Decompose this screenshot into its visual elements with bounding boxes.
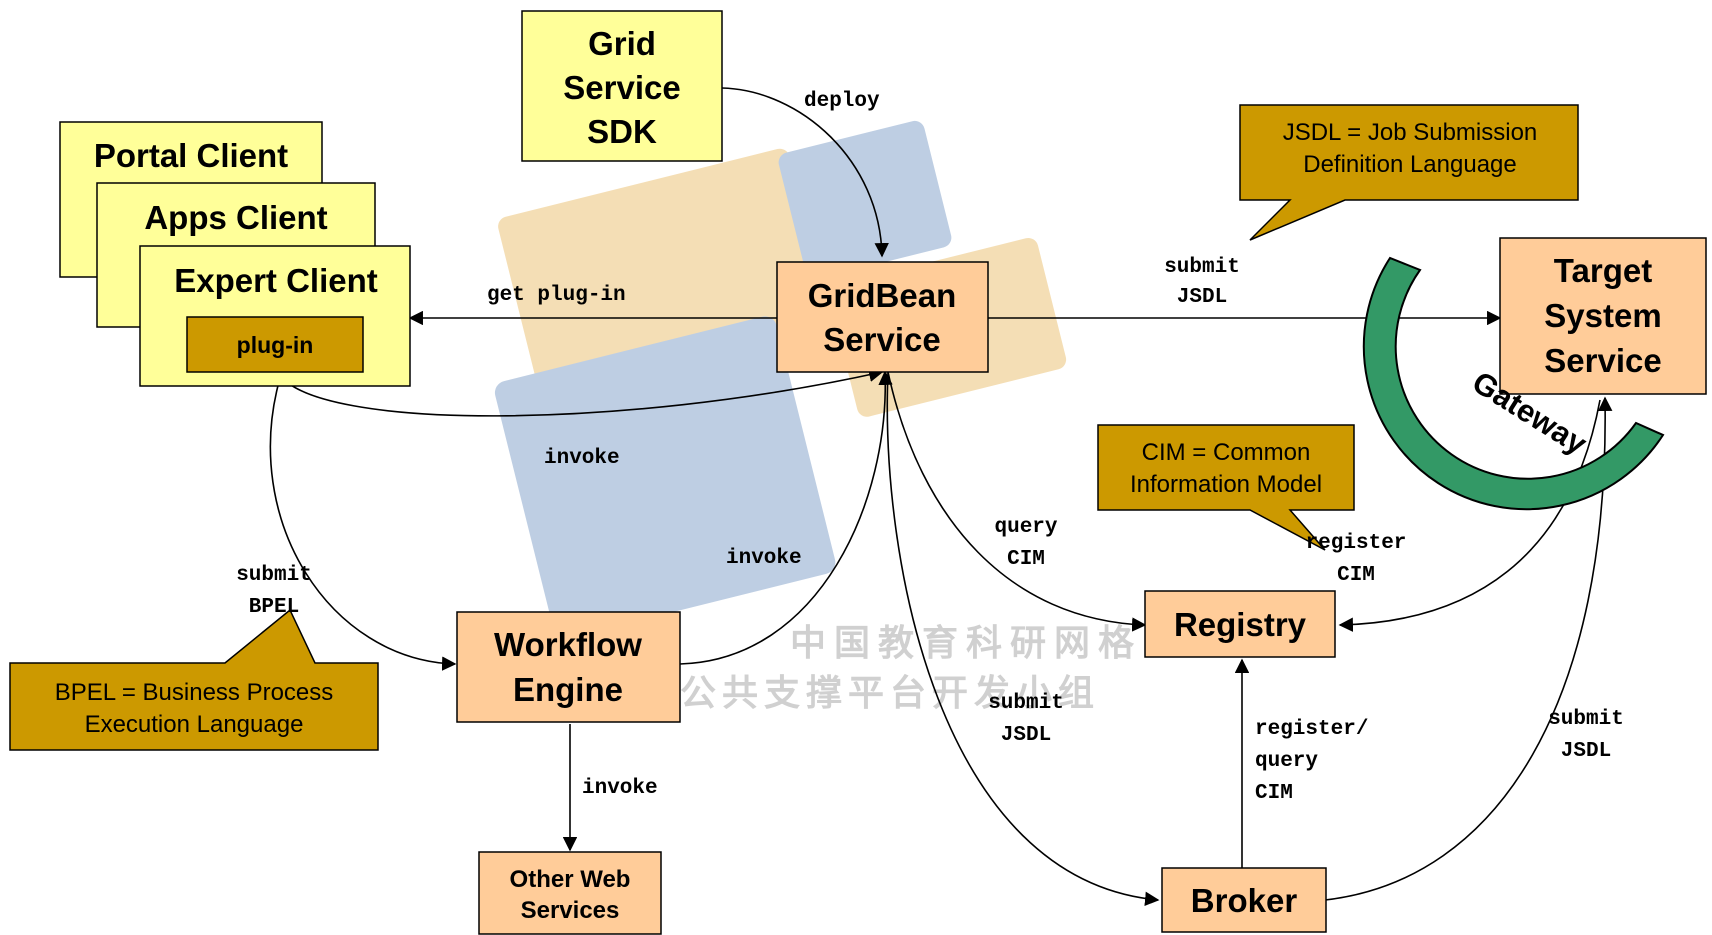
edge-submit-bpel [269, 377, 457, 671]
edge-label-get-plugin: get plug-in [487, 284, 626, 307]
cim-callout: CIM = Common Information Model [1097, 424, 1355, 551]
workflow-engine-line1: Workflow [494, 626, 642, 663]
edge-label-invoke-plugin: invoke [544, 447, 620, 470]
edge-label-register-query-cim-line2: query [1255, 750, 1318, 773]
registry-rect [1144, 590, 1336, 658]
workflow-engine-box: Workflow Engine [456, 611, 681, 723]
watermark-line1: 中国教育科研网格 [790, 623, 1142, 664]
edge-label-submit-jsdl-broker-target-line2: JSDL [1561, 740, 1611, 763]
watermark-line2: 公共支撑平台开发小组 [680, 673, 1100, 714]
bpel-callout-shape [9, 608, 379, 751]
registry-label: Registry [1174, 606, 1307, 643]
edge-label-register-cim-line2: CIM [1337, 564, 1375, 587]
target-system-service-line1: Target [1554, 252, 1652, 289]
edge-label-submit-jsdl-broker-line2: JSDL [1001, 724, 1051, 747]
edge-label-register-cim-line1: register [1306, 532, 1407, 555]
edge-submit-jsdl-broker [886, 371, 1160, 906]
edge-label-deploy: deploy [804, 90, 880, 113]
broker-label: Broker [1191, 882, 1298, 919]
edge-label-submit-jsdl-broker-target-line1: submit [1548, 708, 1624, 731]
gridbean-service-box: GridBean Service [776, 261, 989, 373]
portal-client-label: Portal Client [94, 137, 288, 174]
other-web-services-rect [478, 851, 662, 935]
gateway-arc-shape [1362, 256, 1665, 511]
registry-box: Registry [1144, 590, 1336, 658]
edge-label-register-query-cim-line3: CIM [1255, 782, 1293, 805]
edge-label-register-query-cim-line1: register/ [1255, 718, 1368, 741]
jsdl-callout: JSDL = Job Submission Definition Languag… [1239, 104, 1579, 241]
bpel-callout: BPEL = Business Process Execution Langua… [9, 608, 379, 751]
edge-label-submit-jsdl-target-line2: JSDL [1177, 286, 1227, 309]
workflow-engine-rect [456, 611, 681, 723]
edge-label-submit-jsdl-broker-line1: submit [988, 692, 1064, 715]
edge-deploy [721, 87, 889, 258]
cim-callout-line1: CIM = Common [1142, 439, 1311, 466]
grid-service-sdk-line2: Service [563, 69, 680, 106]
gridbean-service-line1: GridBean [808, 277, 957, 314]
expert-client-box: Expert Client plug-in [139, 245, 411, 387]
edge-invoke-workflow [679, 370, 893, 665]
plugin-label: plug-in [237, 332, 314, 358]
bpel-callout-line2: Execution Language [85, 711, 304, 738]
edge-label-submit-bpel-line1: submit [236, 564, 312, 587]
edge-submit-jsdl-broker-target [1324, 396, 1613, 901]
target-system-service-rect [1499, 237, 1707, 395]
edge-label-invoke-workflow: invoke [726, 547, 802, 570]
grid-service-sdk-line3: SDK [587, 113, 657, 150]
cim-callout-shape [1097, 424, 1355, 551]
broker-box: Broker [1161, 867, 1327, 933]
other-web-services-line2: Services [521, 897, 620, 924]
edge-register-cim [1338, 399, 1601, 632]
gridbean-service-line2: Service [823, 321, 940, 358]
edge-label-invoke-other: invoke [582, 777, 658, 800]
target-system-service-box: Target System Service [1499, 237, 1707, 395]
expert-client-label: Expert Client [174, 262, 378, 299]
edge-query-cim [887, 371, 1147, 632]
target-system-service-line2: System [1544, 297, 1661, 334]
jsdl-callout-line2: Definition Language [1303, 151, 1517, 178]
grid-service-sdk-rect [521, 10, 723, 162]
apps-client-label: Apps Client [144, 199, 327, 236]
grid-service-sdk-box: Grid Service SDK [521, 10, 723, 162]
broker-rect [1161, 867, 1327, 933]
other-web-services-line1: Other Web [510, 866, 631, 893]
bpel-callout-line1: BPEL = Business Process [55, 679, 334, 706]
gridbean-service-rect [776, 261, 989, 373]
edge-label-submit-jsdl-target-line1: submit [1164, 256, 1240, 279]
jsdl-callout-shape [1239, 104, 1579, 241]
cim-callout-line2: Information Model [1130, 471, 1322, 498]
edge-invoke-plugin [279, 367, 884, 417]
edge-label-submit-bpel-line2: BPEL [249, 596, 299, 619]
workflow-engine-line2: Engine [513, 671, 623, 708]
jsdl-callout-line1: JSDL = Job Submission [1283, 119, 1538, 146]
other-web-services-box: Other Web Services [478, 851, 662, 935]
plugin-rect [186, 316, 364, 373]
grid-service-sdk-line1: Grid [588, 25, 656, 62]
edge-label-query-cim-line2: CIM [1007, 548, 1045, 571]
watermark-blue-tile-bottom [494, 316, 836, 639]
target-system-service-line3: Service [1544, 342, 1661, 379]
edge-label-query-cim-line1: query [994, 516, 1057, 539]
watermark-blue-tile-top [778, 120, 952, 280]
